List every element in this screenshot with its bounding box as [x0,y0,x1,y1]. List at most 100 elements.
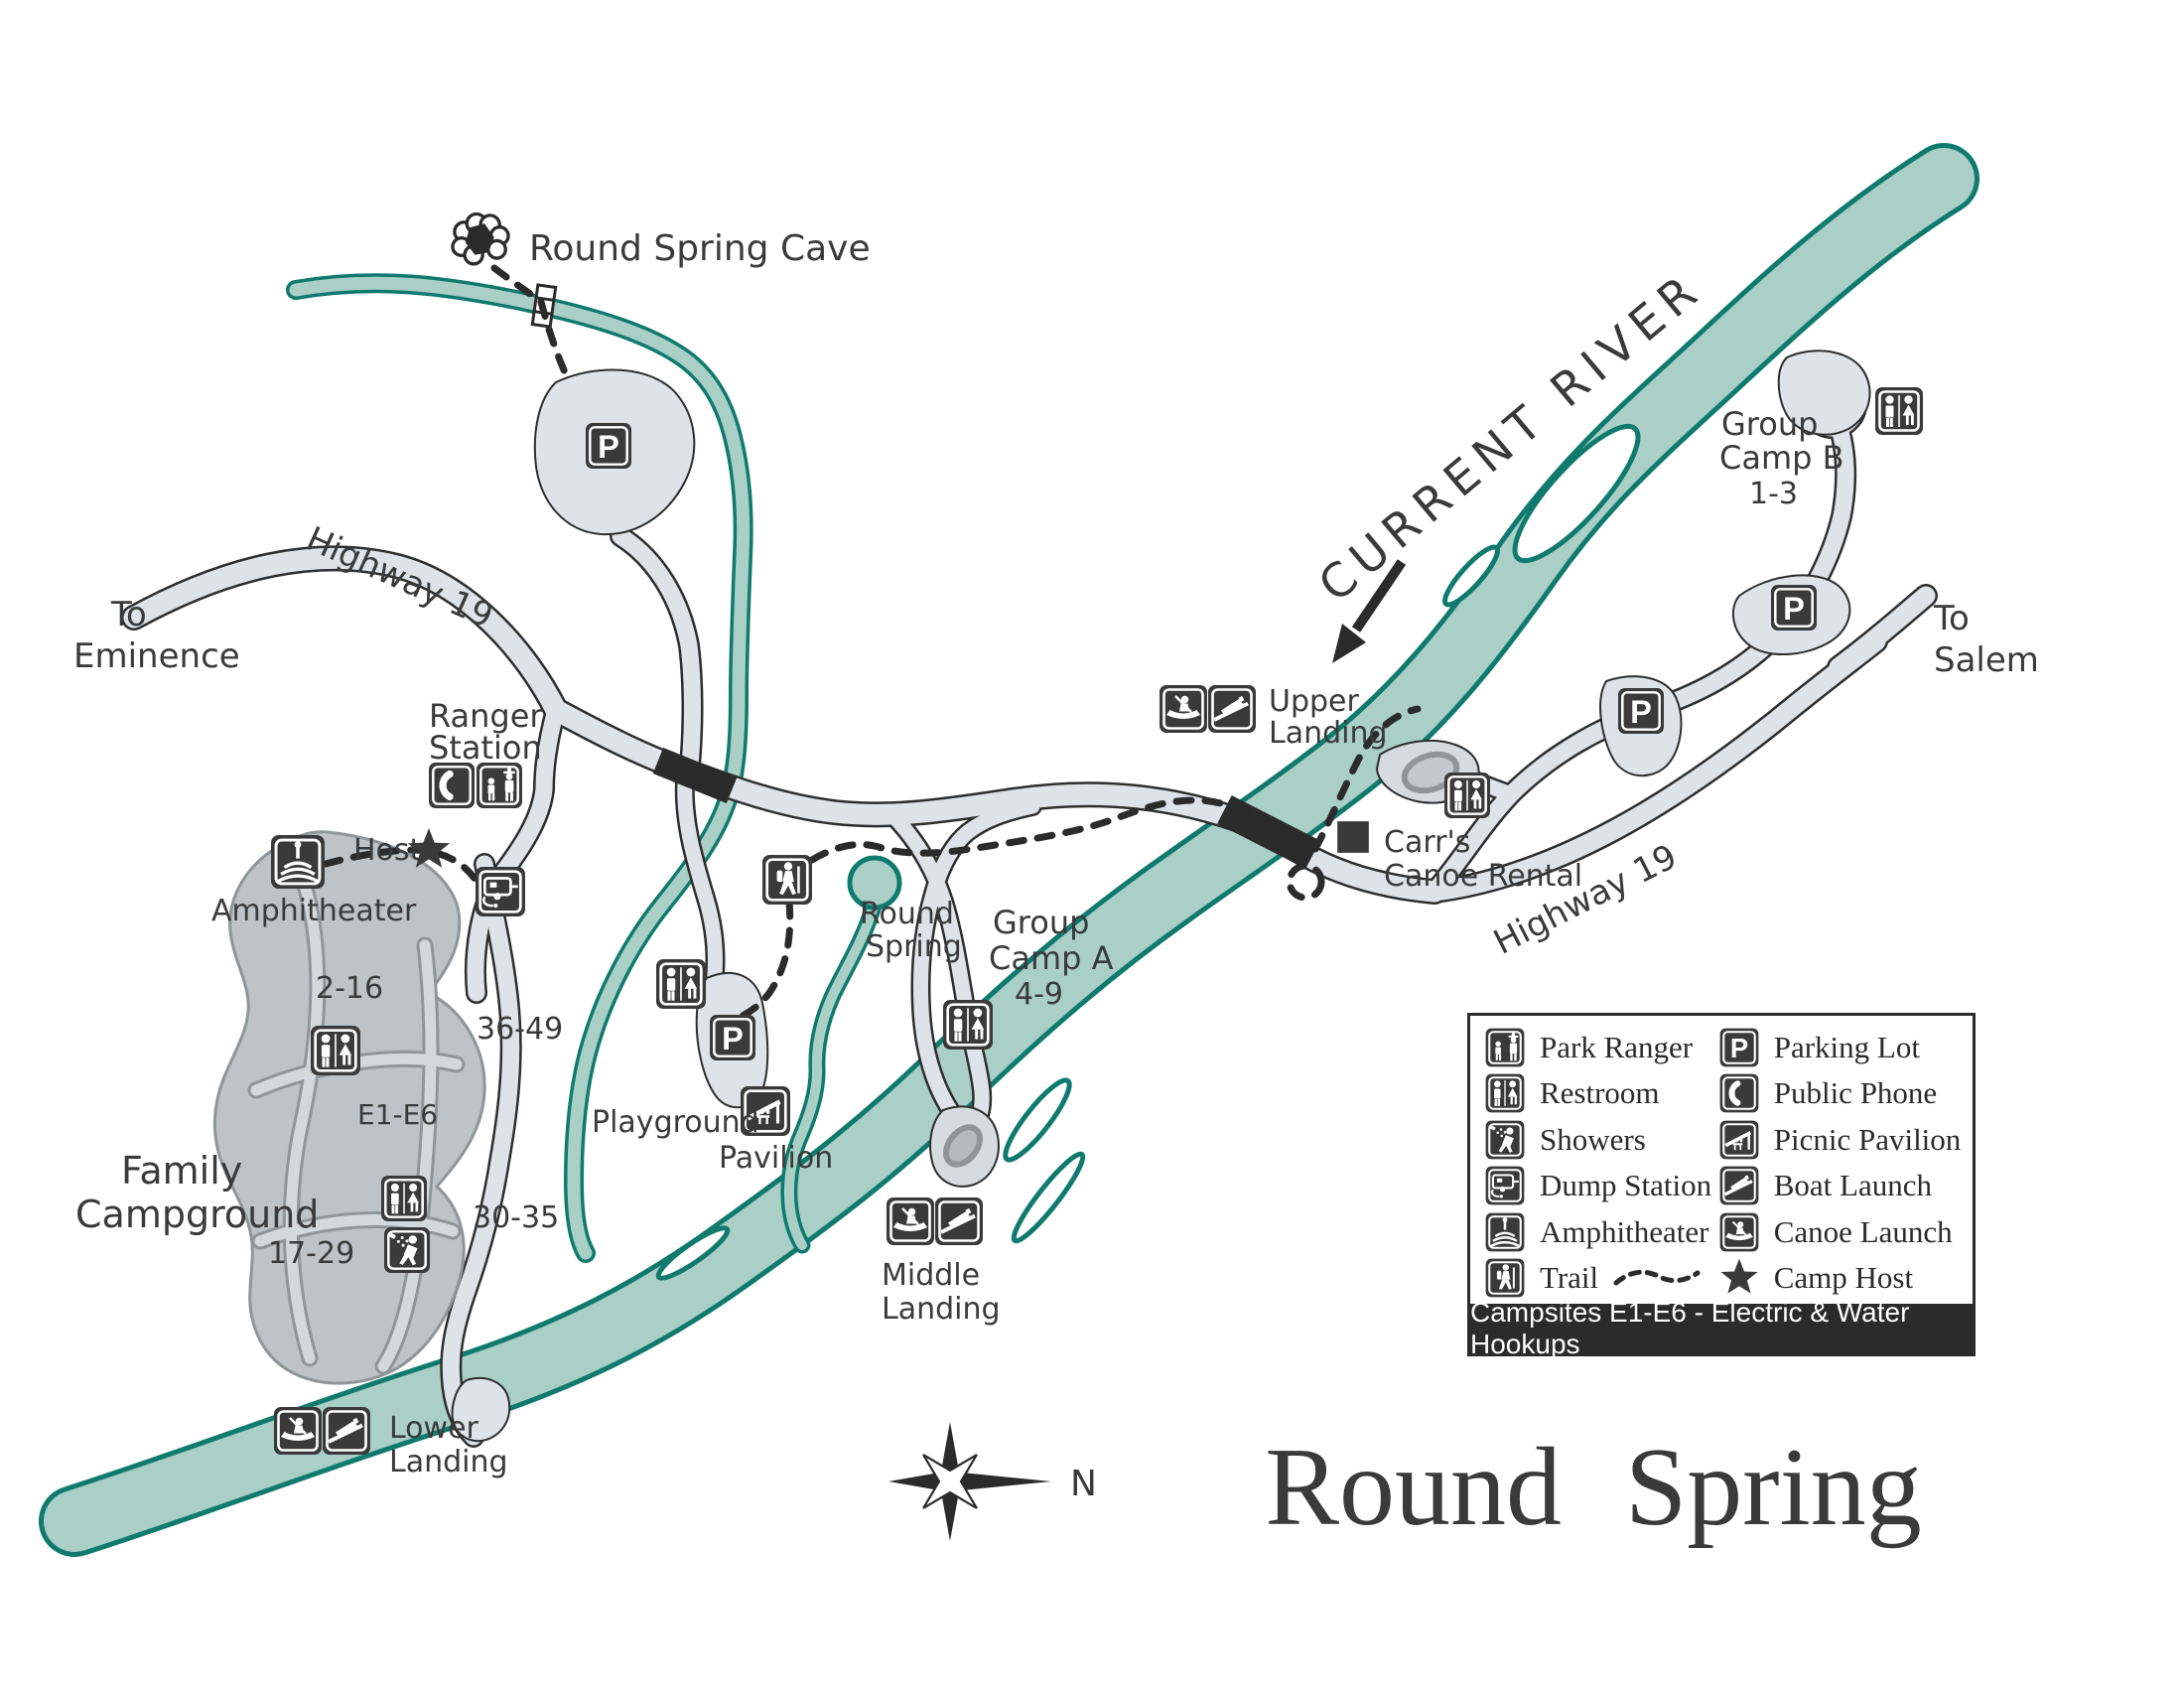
restroom-marker [381,1176,427,1221]
parking-icon [1718,1027,1760,1068]
map-label: Camp A [989,939,1114,977]
map-label: 17-29 [268,1236,354,1271]
parking-marker [1771,585,1817,631]
map-label: Amphitheater [211,894,417,928]
canoe-marker [274,1407,322,1455]
map-label: Group [993,904,1089,941]
legend-item-label: Amphitheater [1540,1213,1709,1249]
gravel-bars [929,739,1480,1188]
restroom-marker [1444,773,1490,818]
stream-bridge [652,748,738,803]
carr-square-marker [1337,821,1369,853]
map-label: Pavilion [719,1141,833,1176]
legend-item-dump-station: Dump Station [1484,1164,1714,1207]
restroom-marker [311,1026,360,1075]
map-label: 1-3 [1749,477,1798,511]
phone-icon [1718,1072,1760,1114]
restroom-marker [943,1000,993,1050]
legend-item-label: Park Ranger [1540,1030,1694,1064]
phone-marker [429,763,475,808]
boat-marker [1208,685,1256,733]
cave-trail [490,264,572,383]
river-islands [655,423,1641,1281]
legend-item-label: Boat Launch [1773,1168,1932,1203]
ranger-marker [477,763,522,808]
map-label: Landing [882,1292,1001,1327]
current-river [39,143,1979,1557]
legend-footer: Campsites E1-E6 - Electric & Water Hooku… [1470,1297,1973,1359]
boat-icon [1718,1165,1760,1206]
map-label: Ranger [429,697,543,735]
restroom-icon [1484,1072,1526,1114]
map-label: Playground [592,1105,759,1140]
amphitheater-icon [1484,1211,1526,1253]
group-camp-b-loop-head [1777,350,1871,436]
map-label: Round Spring Cave [529,228,871,269]
legend-item-camp-host: Camp Host [1718,1256,1967,1300]
round-spring-pond [847,855,902,911]
map-label: Middle [882,1258,980,1293]
spring-branch-stream [286,273,753,1263]
riverbank-trail [1311,705,1422,853]
legend-item-label: Trail [1540,1259,1599,1295]
legend-item-amphitheater: Amphitheater [1484,1210,1714,1254]
showers-marker [384,1227,430,1273]
boat-marker [935,1197,983,1245]
round-spring-outlet-stream [780,897,883,1254]
spring-trail-south [717,898,794,1027]
map-label: Upper [1269,684,1360,719]
trail-icon [1484,1257,1526,1299]
showers-icon [1484,1119,1526,1161]
legend-item-label: Showers [1540,1121,1646,1157]
map-label: Carr's [1384,825,1470,860]
legend-item-label: Restroom [1540,1075,1660,1111]
legend-item-showers: Showers [1484,1118,1714,1162]
parking-marker [1618,688,1664,734]
map-label: Camp B [1719,439,1844,477]
map-label: 36-49 [477,1012,563,1047]
ranger-icon [1484,1027,1526,1068]
canoe-marker [1160,685,1207,733]
map-label: 30-35 [473,1200,559,1235]
boat-marker [323,1407,370,1455]
cave-marker [451,211,510,266]
map-label: Highway 19 [301,519,499,636]
canoe-icon [1718,1211,1760,1253]
host-star-icon [1720,1258,1758,1294]
map-label: To [110,595,147,634]
legend-item-label: Picnic Pavilion [1773,1121,1962,1157]
pavilion-icon [1718,1119,1760,1161]
map-label: Round [860,897,954,931]
legend-item-parking-lot: Parking Lot [1718,1026,1967,1069]
map-label: Campground [75,1193,319,1236]
compass-rose: N [888,1422,1097,1541]
map-label: Landing [1269,716,1388,751]
map-label: Spring [866,929,962,964]
map-label: Landing [389,1445,508,1479]
map-label: Host [353,833,422,868]
map-label: Canoe Rental [1384,859,1582,894]
compass-north-label: N [1070,1464,1097,1504]
map-label: 2-16 [316,971,383,1006]
trail-dash-sample [1613,1269,1701,1286]
legend-item-public-phone: Public Phone [1718,1071,1967,1115]
map-label: Lower [389,1411,479,1446]
legend-item-label: Dump Station [1540,1168,1712,1203]
lower-landing-pad [451,1377,511,1443]
legend-item-canoe-launch: Canoe Launch [1718,1210,1967,1254]
map-label: Eminence [73,636,240,676]
canoe-marker [887,1197,934,1245]
legend-item-boat-launch: Boat Launch [1718,1164,1967,1207]
map-label: Family [121,1149,242,1193]
spring-trail-east [808,796,1306,864]
legend-item-label: Camp Host [1773,1259,1914,1295]
parking-marker [710,1015,755,1060]
restroom-marker [656,959,706,1009]
restroom-marker [1875,387,1923,435]
